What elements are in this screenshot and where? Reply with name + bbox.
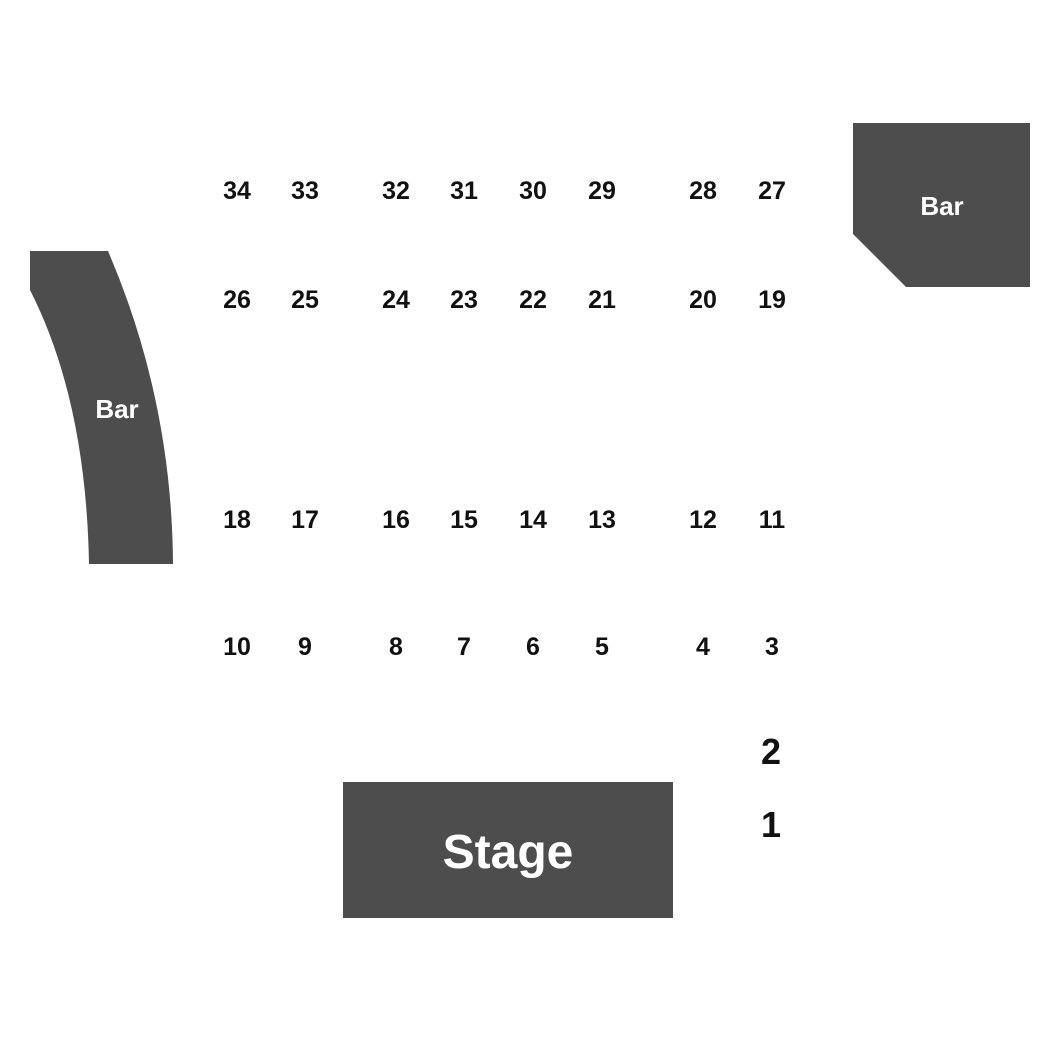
table-number[interactable]: 13 <box>588 506 616 534</box>
table-number[interactable]: 28 <box>689 177 717 205</box>
table-number[interactable]: 21 <box>588 286 616 314</box>
table-number[interactable]: 25 <box>291 286 319 314</box>
table-number[interactable]: 24 <box>382 286 410 314</box>
table-number[interactable]: 11 <box>759 506 786 534</box>
table-number[interactable]: 16 <box>382 506 410 534</box>
right-bar-shape <box>853 123 1030 287</box>
table-number[interactable]: 27 <box>758 177 786 205</box>
table-number[interactable]: 26 <box>223 286 251 314</box>
table-number[interactable]: 22 <box>519 286 547 314</box>
table-number[interactable]: 19 <box>758 286 786 314</box>
table-row-4: 10 9 8 7 6 5 4 3 <box>223 633 779 661</box>
table-number[interactable]: 34 <box>223 177 251 205</box>
table-number[interactable]: 6 <box>526 633 540 661</box>
table-number[interactable]: 15 <box>450 506 478 534</box>
left-bar: Bar <box>30 251 173 564</box>
table-number[interactable]: 29 <box>588 177 616 205</box>
stage-shape <box>343 782 673 918</box>
stage-label: Stage <box>443 826 574 879</box>
table-number[interactable]: 23 <box>450 286 478 314</box>
left-bar-label: Bar <box>95 394 138 424</box>
table-number[interactable]: 2 <box>761 731 781 772</box>
table-number[interactable]: 1 <box>761 804 781 845</box>
table-number[interactable]: 17 <box>291 506 319 534</box>
table-number[interactable]: 12 <box>689 506 717 534</box>
table-number[interactable]: 8 <box>389 633 403 661</box>
stage: Stage <box>343 782 673 918</box>
table-number[interactable]: 20 <box>689 286 717 314</box>
table-number[interactable]: 10 <box>223 633 251 661</box>
table-row-2: 26 25 24 23 22 21 20 19 <box>223 286 786 314</box>
table-row-1: 34 33 32 31 30 29 28 27 <box>223 177 786 205</box>
table-number[interactable]: 14 <box>519 506 547 534</box>
table-number[interactable]: 18 <box>223 506 251 534</box>
table-number[interactable]: 9 <box>298 633 312 661</box>
table-number[interactable]: 33 <box>291 177 319 205</box>
table-row-3: 18 17 16 15 14 13 12 11 <box>223 506 785 534</box>
table-number[interactable]: 31 <box>450 177 478 205</box>
left-bar-shape <box>30 251 173 564</box>
right-bar-label: Bar <box>920 191 963 221</box>
side-tables: 2 1 <box>761 731 781 845</box>
table-number[interactable]: 3 <box>765 633 779 661</box>
table-number[interactable]: 32 <box>382 177 410 205</box>
right-bar: Bar <box>853 123 1030 287</box>
table-number[interactable]: 4 <box>696 633 710 661</box>
table-number[interactable]: 5 <box>595 633 609 661</box>
table-number[interactable]: 7 <box>457 633 471 661</box>
table-number[interactable]: 30 <box>519 177 547 205</box>
